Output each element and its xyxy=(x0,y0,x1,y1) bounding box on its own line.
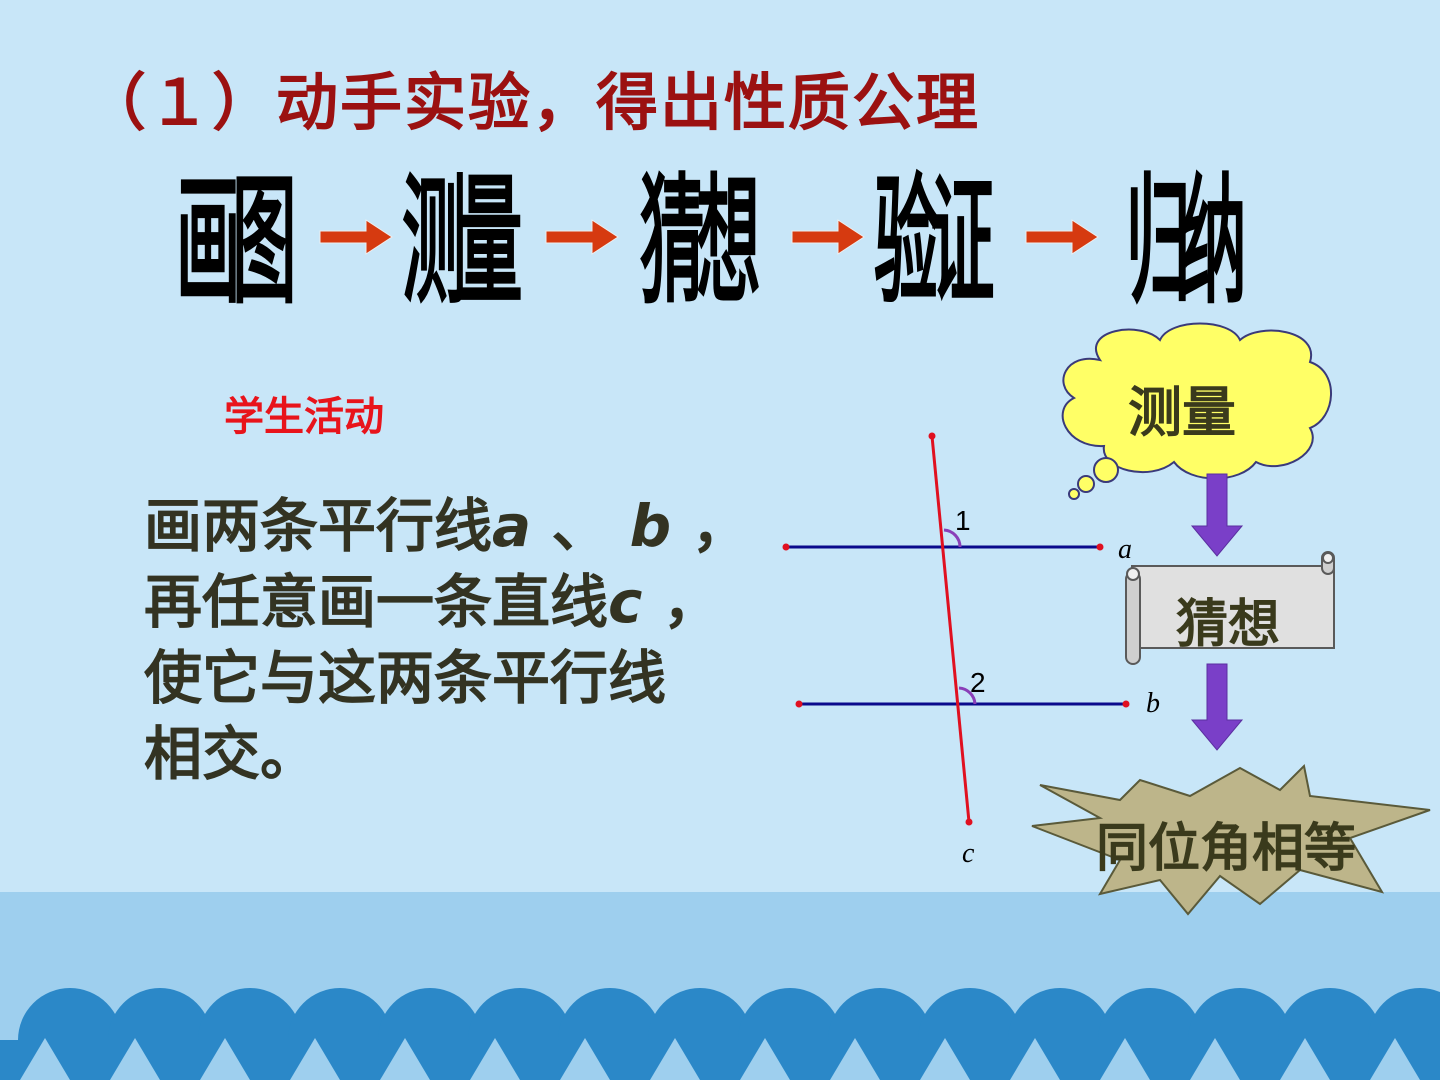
conclusion-label: 同位角相等 xyxy=(1096,819,1357,879)
wave-decoration xyxy=(0,988,1440,1080)
angle-1-arc xyxy=(943,528,962,548)
scroll-banner xyxy=(1125,551,1335,665)
down-arrow-icon xyxy=(1190,473,1244,557)
angle-1-label: 1 xyxy=(955,505,971,536)
instruction-line: 使它与这两条平行线 xyxy=(144,644,667,712)
line-b-label: b xyxy=(1146,688,1160,719)
right-arrow-icon xyxy=(791,219,865,255)
angle-2-label: 2 xyxy=(970,667,986,698)
cloud-label: 测量 xyxy=(1128,381,1236,444)
instruction-line: 再任意画一条直线c ， xyxy=(144,568,721,636)
down-arrow-icon xyxy=(1190,663,1244,751)
step-verify: 验证 xyxy=(874,161,995,324)
step-measure: 测量 xyxy=(402,161,523,324)
student-activity-label: 学生活动 xyxy=(224,394,384,440)
angle-2-arc xyxy=(958,686,977,705)
starburst-shape xyxy=(1031,763,1431,916)
thought-cloud xyxy=(1061,322,1332,500)
right-arrow-icon xyxy=(1025,219,1099,255)
line-a-label: a xyxy=(1118,534,1132,565)
page-title: （１）动手实验，得出性质公理 xyxy=(84,66,981,139)
step-draw: 画图 xyxy=(176,161,297,324)
instruction-line: 画两条平行线a 、 b ， xyxy=(144,492,750,560)
instruction-line: 相交。 xyxy=(144,720,319,788)
line-c xyxy=(930,435,971,823)
scroll-label: 猜想 xyxy=(1176,595,1281,655)
line-c-label: c xyxy=(962,838,975,869)
instruction-text: 画两条平行线a 、 b ， 再任意画一条直线c ， 使它与这两条平行线 相交。 xyxy=(144,488,749,792)
step-summarize: 归纳 xyxy=(1126,161,1247,324)
step-guess: 猜想 xyxy=(640,161,761,324)
right-arrow-icon xyxy=(545,219,619,255)
right-arrow-icon xyxy=(319,219,393,255)
